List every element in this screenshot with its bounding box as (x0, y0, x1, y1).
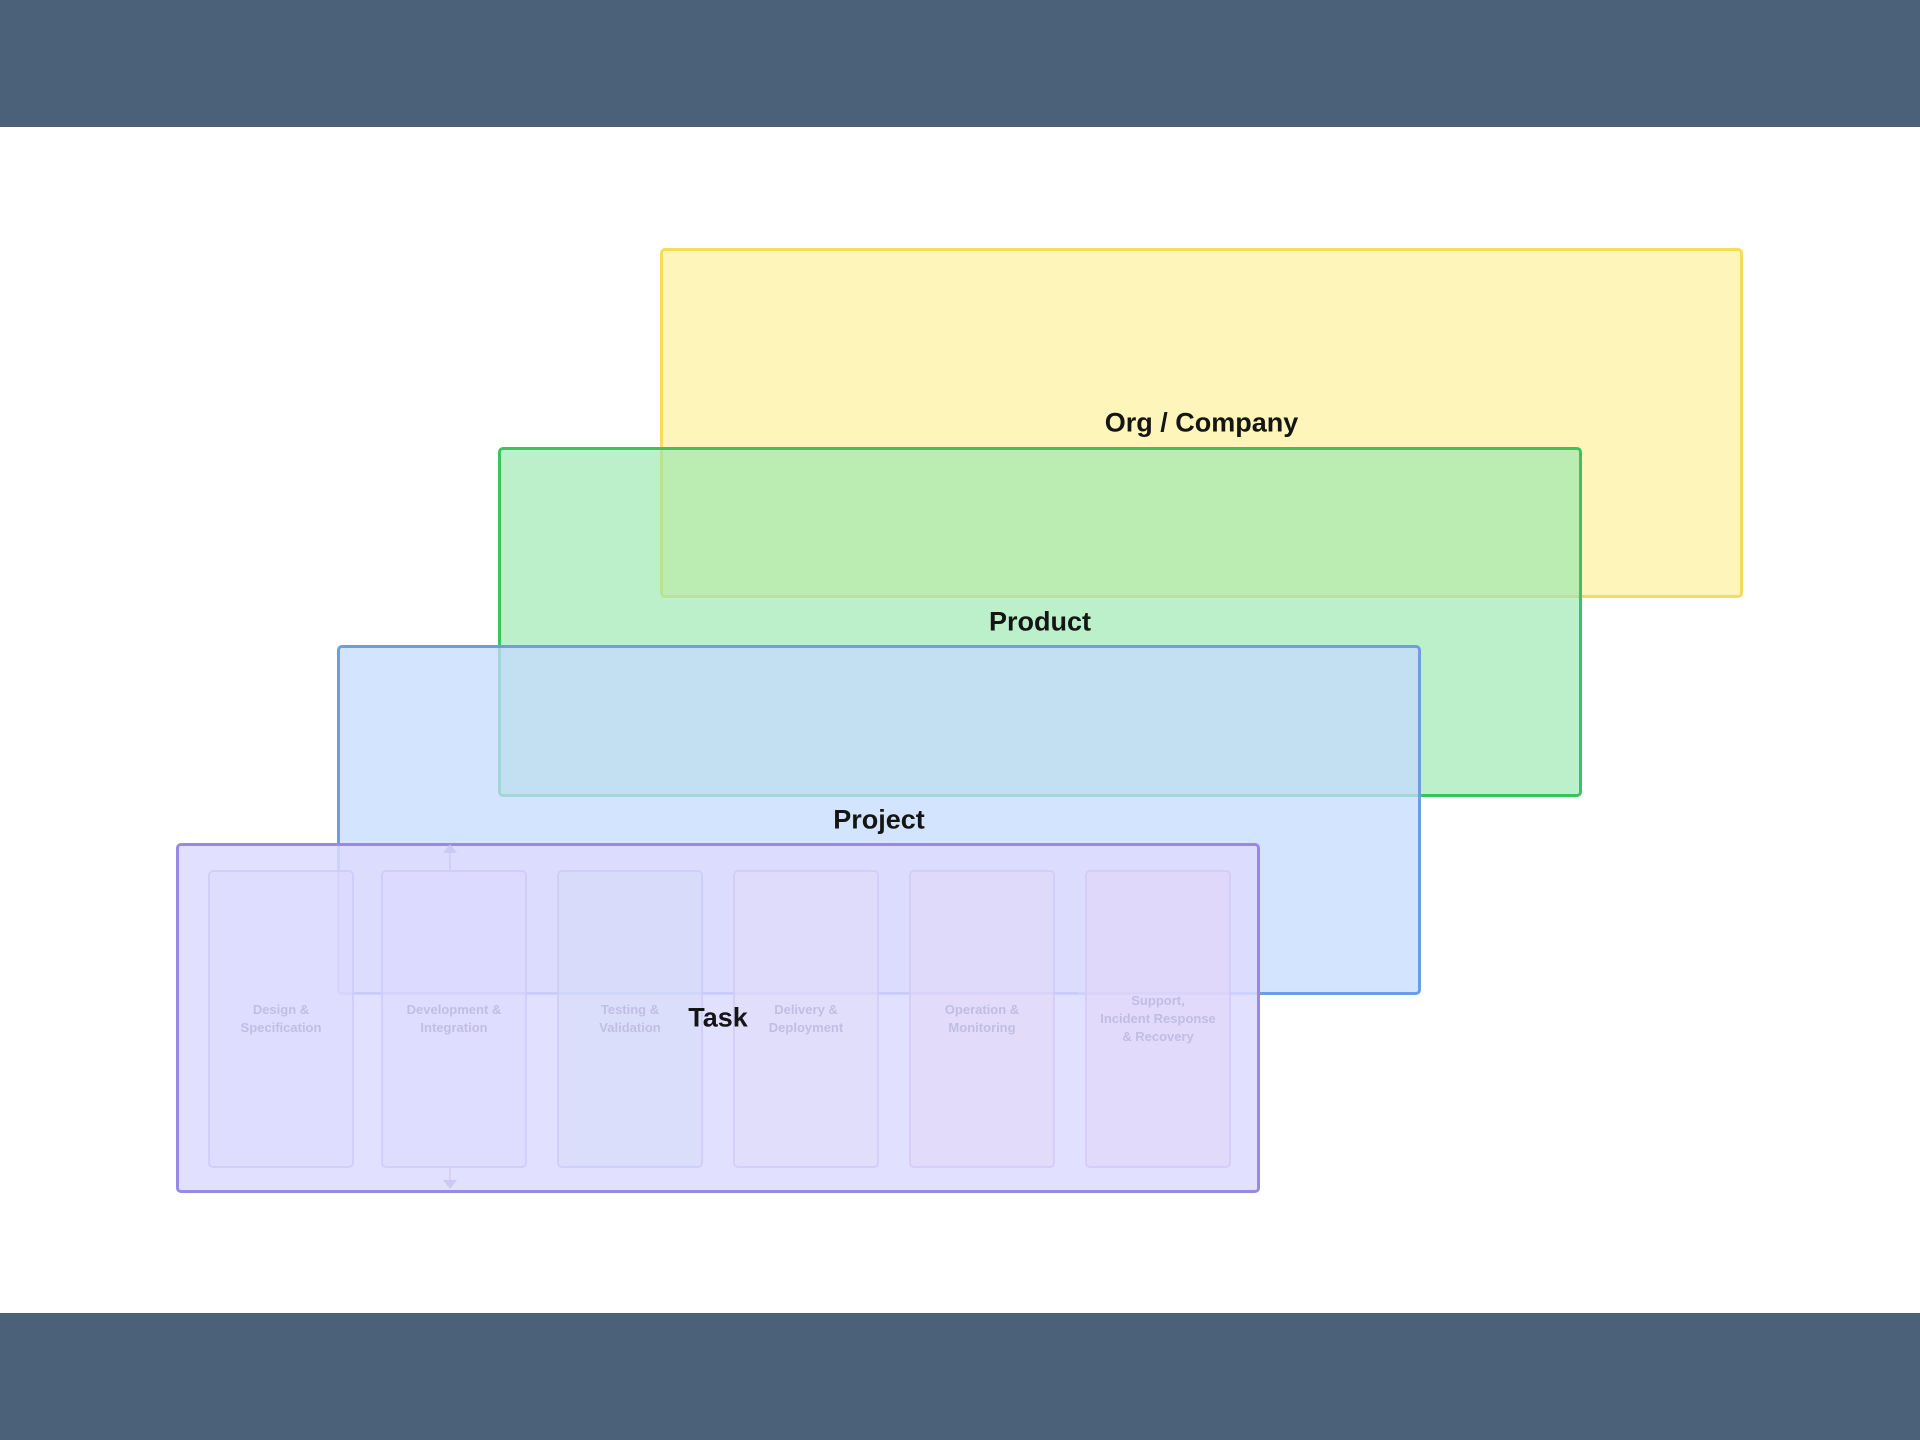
phase-label: Delivery & Deployment (768, 1002, 844, 1035)
phase-label: Testing & Validation (599, 1002, 661, 1035)
project-label: Project (833, 804, 925, 835)
phase-label: Operation & Monitoring (944, 1002, 1020, 1035)
phase-vertical-connector (449, 852, 451, 870)
phase-development-integration[interactable]: Development & Integration (381, 870, 527, 1168)
product-label: Product (988, 606, 1091, 637)
top-band (0, 0, 1920, 127)
org-company-label: Org / Company (1104, 407, 1299, 438)
phase-support-incident-response-recovery[interactable]: Support, Incident Response & Recovery (1085, 870, 1231, 1168)
phase-design-specification[interactable]: Design & Specification (208, 870, 354, 1168)
phase-operation-monitoring[interactable]: Operation & Monitoring (909, 870, 1055, 1168)
phase-label: Development & Integration (406, 1002, 502, 1035)
task-label: Task (688, 1002, 748, 1033)
diagram-canvas: Org / Company Product Project Design & S… (0, 127, 1920, 1313)
phase-connector-line (349, 992, 1077, 994)
phase-label: Design & Specification (240, 1002, 322, 1035)
phase-vertical-connector-bottom (449, 1168, 451, 1182)
bottom-band (0, 1313, 1920, 1440)
arrow-down-icon (443, 1180, 457, 1189)
task-layer[interactable]: Design & Specification Development & Int… (176, 843, 1260, 1193)
arrow-up-icon (443, 844, 457, 853)
phase-testing-validation[interactable]: Testing & Validation (557, 870, 703, 1168)
phase-delivery-deployment[interactable]: Delivery & Deployment (733, 870, 879, 1168)
phase-label: Support, Incident Response & Recovery (1100, 993, 1216, 1044)
